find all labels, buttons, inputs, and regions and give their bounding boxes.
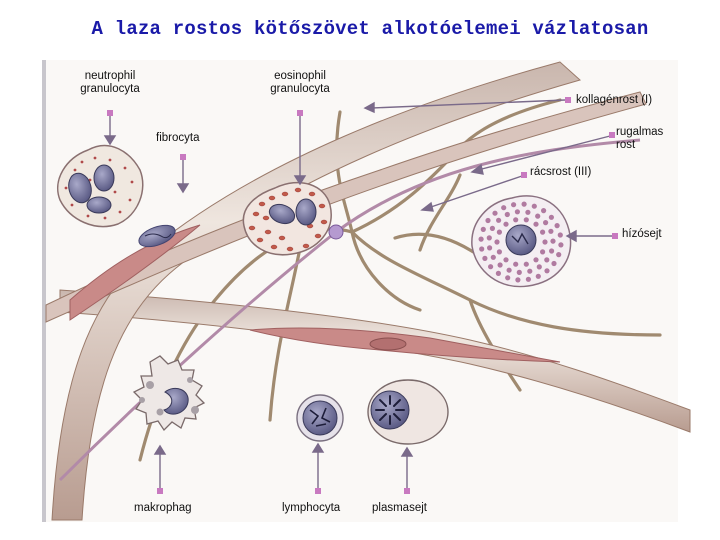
- label-rugalmas-line1: rugalmas: [616, 126, 664, 138]
- pointer-lines: [103, 99, 613, 492]
- mast-granule: [541, 208, 547, 214]
- label-plasmasejt: plasmasejt: [372, 502, 427, 514]
- plasma-cell: [367, 379, 449, 445]
- mast-granule: [478, 236, 484, 242]
- mast-granule: [513, 261, 519, 267]
- mast-granule: [544, 257, 550, 263]
- mast-granule: [495, 270, 501, 276]
- label-neutrophil: neutrophil granulocyta: [74, 70, 146, 96]
- mast-granule: [525, 276, 532, 282]
- mast-granule: [506, 267, 512, 273]
- fibrocyte-lower: [249, 327, 561, 363]
- left-margin-shadow: [42, 60, 46, 522]
- mast-granule: [542, 239, 548, 245]
- mast-cell: [471, 195, 572, 288]
- mast-granule: [540, 229, 546, 235]
- mast-granule: [505, 275, 511, 281]
- mast-granule: [489, 225, 495, 231]
- mast-granule: [558, 242, 564, 248]
- mast-granule: [536, 264, 542, 270]
- fibrocyte: [69, 224, 201, 321]
- neutrophil-cell: [57, 144, 144, 228]
- mast-granule: [504, 211, 510, 218]
- mast-granule: [480, 226, 486, 232]
- mast-granule: [548, 214, 555, 220]
- label-lymphocyta: lymphocyta: [282, 502, 341, 514]
- mast-granule: [533, 221, 539, 227]
- label-eosinophil: eosinophil granulocyta: [262, 70, 338, 96]
- label-kollagenrost: kollagénrost (I): [576, 94, 653, 106]
- mast-granule: [496, 217, 502, 223]
- mast-granule: [515, 277, 521, 283]
- mast-granule: [521, 201, 527, 207]
- mast-granule: [549, 248, 555, 254]
- page-title: A laza rostos kötőszövet alkotóelemei vá…: [91, 18, 649, 40]
- label-eosinophil-line2: granulocyta: [270, 83, 330, 95]
- mast-granule: [503, 221, 509, 227]
- mast-granule: [487, 245, 493, 251]
- mast-granule: [531, 203, 537, 209]
- mast-granule: [543, 220, 549, 226]
- mast-granule: [551, 260, 557, 267]
- mast-granule: [554, 223, 560, 229]
- mast-granule: [496, 229, 502, 235]
- mast-granule: [525, 209, 531, 215]
- lymphocyte-cell: [296, 394, 344, 442]
- mast-granule: [496, 249, 502, 255]
- mast-granule: [557, 232, 563, 238]
- label-rugalmas-line2: rost: [616, 139, 636, 151]
- mast-granule: [548, 228, 554, 234]
- eosinophil-cell: [242, 181, 332, 256]
- label-hizosejt: hízósejt: [622, 228, 662, 240]
- mast-granule: [485, 217, 491, 224]
- pointer-tips: [107, 97, 618, 494]
- label-fibrocyta: fibrocyta: [156, 132, 200, 144]
- mast-granule: [540, 249, 546, 255]
- mast-granule: [556, 252, 562, 258]
- mast-granule: [510, 202, 517, 208]
- mast-granule: [488, 264, 494, 270]
- macrophage-cell: [132, 355, 206, 432]
- elastic-fiber-branch-node: [328, 224, 344, 240]
- mast-granule: [535, 213, 541, 219]
- mast-granule: [550, 238, 556, 244]
- mast-granule: [514, 209, 521, 215]
- mast-granule: [479, 246, 485, 252]
- mast-granule: [513, 217, 519, 223]
- mast-granule: [494, 239, 500, 245]
- mast-granule: [492, 210, 498, 216]
- mast-granule: [497, 262, 503, 268]
- label-neutrophil-line1: neutrophil: [84, 70, 136, 82]
- mast-granule: [523, 261, 529, 267]
- label-neutrophil-line2: granulocyta: [80, 83, 140, 95]
- mast-granule: [503, 257, 509, 263]
- label-rugalmas-rost: rugalmas rost: [616, 126, 663, 152]
- collagen-fiber-curved: [51, 61, 582, 521]
- mast-granule: [523, 217, 529, 223]
- mast-granule: [501, 205, 507, 211]
- mast-granule: [490, 254, 496, 260]
- mast-granule: [533, 257, 539, 263]
- mast-granule: [527, 268, 533, 274]
- mast-granule: [544, 268, 550, 274]
- label-eosinophil-line1: eosinophil: [274, 70, 326, 82]
- mast-granule: [486, 235, 492, 241]
- label-racsrost: rácsrost (III): [530, 166, 592, 178]
- mast-granule: [535, 273, 541, 279]
- label-makrophag: makrophag: [134, 502, 192, 514]
- mast-granule: [482, 255, 488, 261]
- mast-granule: [516, 269, 522, 275]
